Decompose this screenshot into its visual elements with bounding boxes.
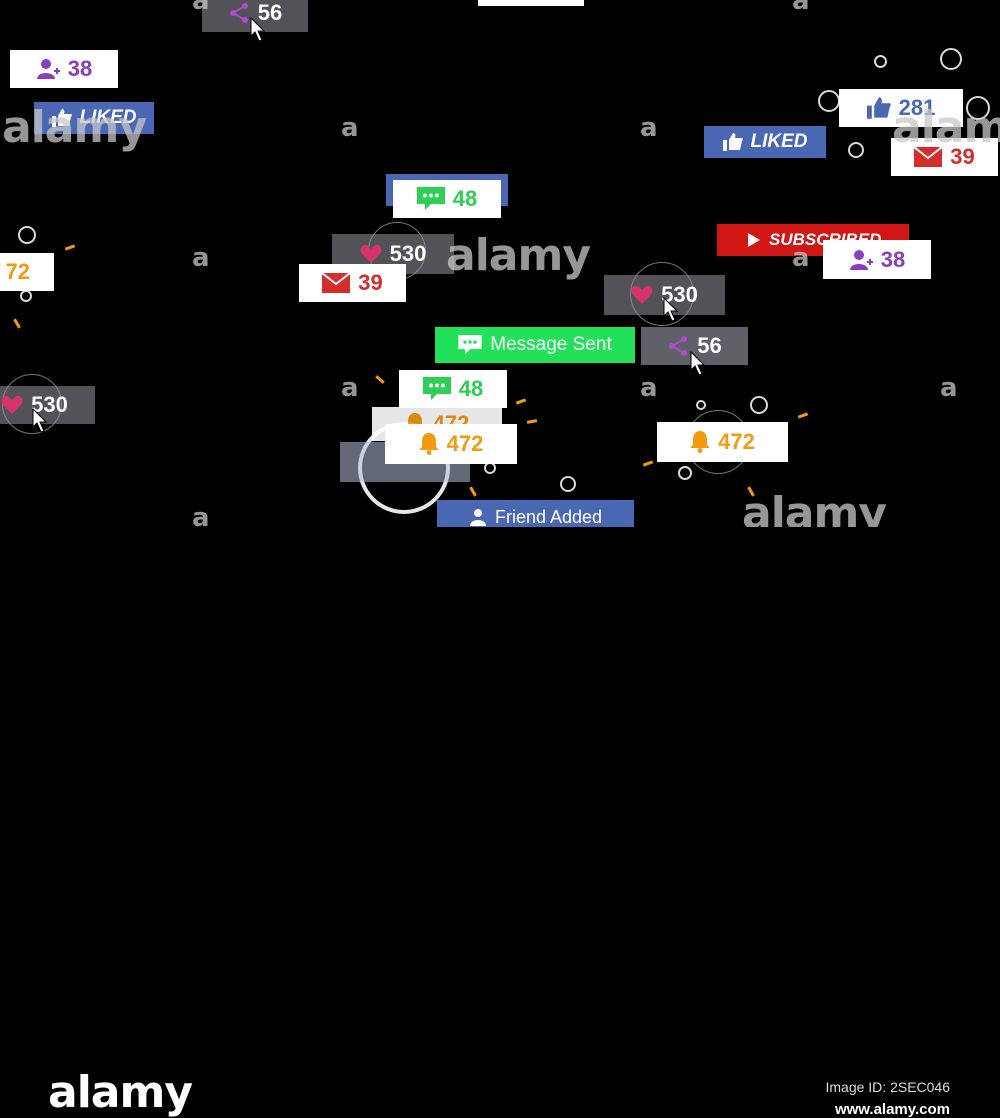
circle-decoration (940, 48, 962, 70)
friend-added-label: Friend Added (494, 506, 603, 527)
mouse-cursor-icon (690, 351, 706, 376)
thumbs-up-icon (51, 109, 72, 127)
circle-decoration (818, 90, 840, 112)
animation-frame: 56 38 LIKED LIKED 281 39 (0, 0, 1000, 527)
watermark-letter: a (640, 113, 658, 143)
heart-count-badge: 530 (332, 234, 454, 274)
mouse-cursor-icon (663, 297, 679, 322)
watermark-letter: a (192, 503, 210, 527)
image-id-text: Image ID: 2SEC046 (825, 1079, 950, 1095)
notification-count: 472 (446, 431, 484, 456)
thumbs-up-icon (866, 97, 891, 119)
play-icon (747, 233, 761, 247)
circle-decoration (696, 400, 706, 410)
chat-bubble-icon (422, 377, 451, 401)
heart-icon (631, 285, 653, 305)
comment-count-badge: 48 (399, 370, 507, 408)
stock-footer: alamy Image ID: 2SEC046 www.alamy.com (0, 527, 1000, 1118)
thumbs-up-icon (722, 133, 743, 151)
like-count: 281 (898, 95, 936, 120)
liked-label: LIKED (79, 107, 137, 128)
circle-decoration (750, 396, 768, 414)
circle-decoration (20, 290, 32, 302)
watermark-letter: a (792, 0, 810, 16)
watermark-letter: a (192, 243, 210, 273)
bell-icon (690, 431, 711, 453)
bell-icon (418, 433, 439, 455)
envelope-icon (914, 147, 943, 167)
watermark-letter: a (192, 0, 210, 16)
share-count: 56 (697, 333, 722, 358)
chat-bubble-icon (416, 187, 445, 211)
notification-count-badge: 472 (385, 424, 517, 464)
follower-count-badge: 38 (10, 50, 118, 88)
alamy-logo: alamy (48, 1067, 193, 1118)
user-icon (469, 508, 487, 526)
message-sent-label: Message Sent (490, 334, 612, 355)
message-count: 39 (358, 270, 383, 295)
mouse-cursor-icon (250, 17, 266, 42)
friend-added-badge: Friend Added (437, 500, 634, 527)
confetti-dash (469, 486, 477, 497)
notification-count: 472 (718, 429, 755, 454)
confetti-dash (13, 318, 21, 329)
watermark-word: alamy (742, 488, 887, 527)
follower-count: 38 (67, 56, 93, 81)
message-sent-badge: Message Sent (435, 327, 635, 363)
partial-badge-top (478, 0, 584, 6)
watermark-letter: a (940, 373, 958, 403)
confetti-dash (526, 419, 538, 424)
watermark-word: alamy (2, 102, 147, 153)
comment-count: 48 (452, 186, 478, 211)
confetti-dash (64, 244, 76, 251)
chat-bubble-icon (458, 335, 482, 355)
envelope-icon (322, 273, 351, 293)
confetti-dash (642, 460, 654, 467)
circle-decoration (678, 466, 692, 480)
heart-count-badge: 530 (0, 386, 95, 424)
heart-icon (360, 244, 382, 264)
heart-icon (1, 395, 23, 415)
confetti-dash (515, 398, 527, 405)
watermark-letter: a (640, 373, 658, 403)
message-count-badge: 39 (299, 264, 406, 302)
circle-decoration (874, 55, 887, 68)
follower-count: 38 (880, 246, 906, 272)
comment-count: 48 (458, 376, 484, 401)
add-user-icon (36, 57, 60, 81)
site-url: www.alamy.com (834, 1101, 950, 1118)
comment-count-badge: 48 (393, 180, 501, 218)
notification-count-badge: 472 (657, 422, 788, 462)
follower-count-badge: 38 (823, 240, 931, 279)
like-count-badge: 281 (839, 89, 963, 127)
confetti-dash (797, 412, 809, 419)
watermark-letter: a (341, 373, 359, 403)
watermark-letter: a (341, 113, 359, 143)
message-count-badge: 39 (891, 138, 998, 176)
watermark-word: alamy (892, 102, 1000, 153)
share-count: 56 (257, 0, 283, 25)
notification-count-badge: 72 (0, 253, 54, 291)
circle-decoration (848, 142, 864, 158)
confetti-dash (375, 375, 385, 384)
liked-label: LIKED (750, 131, 808, 152)
heart-count: 530 (389, 241, 427, 266)
circle-decoration (560, 476, 576, 492)
add-user-icon (849, 248, 873, 272)
watermark-letter: a (792, 243, 810, 273)
mouse-cursor-icon (32, 408, 48, 433)
share-icon (228, 2, 250, 24)
watermark-word: alamy (446, 230, 591, 281)
message-count: 39 (950, 144, 975, 169)
circle-decoration (18, 226, 36, 244)
circle-decoration (966, 96, 990, 120)
liked-badge: LIKED (704, 126, 826, 158)
notification-count: 72 (5, 259, 30, 284)
liked-badge: LIKED (34, 102, 154, 134)
share-icon (667, 335, 689, 357)
